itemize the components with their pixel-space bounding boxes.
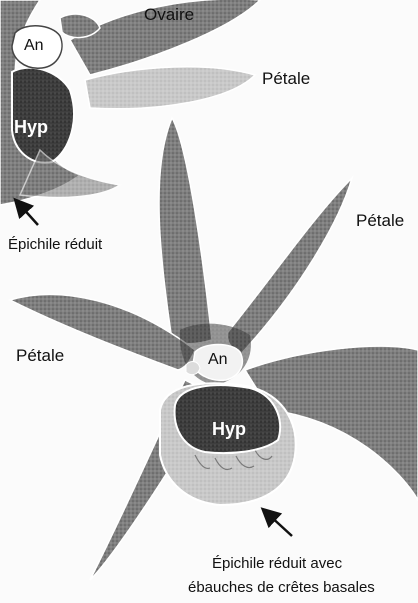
top-hypochile — [12, 68, 74, 163]
top-ovary — [60, 14, 100, 37]
top-flower — [0, 0, 260, 205]
label-an-top: An — [24, 38, 44, 54]
label-hyp-bottom: Hyp — [212, 420, 246, 438]
label-ovaire: Ovaire — [144, 6, 194, 23]
right-upper-petal — [228, 178, 353, 355]
label-an-bottom: An — [208, 352, 228, 368]
arrow-top-epichile — [20, 205, 38, 225]
label-petale-left: Pétale — [16, 347, 64, 364]
anther-side — [186, 362, 200, 375]
label-epichile-bottom-line2: ébauches de crêtes basales — [188, 580, 375, 595]
label-hyp-top: Hyp — [14, 118, 48, 136]
dorsal-sepal — [159, 118, 212, 344]
label-epichile-bottom-line1: Épichile réduit avec — [212, 556, 342, 571]
label-petale-top: Pétale — [262, 70, 310, 87]
label-epichile-top: Épichile réduit — [8, 237, 102, 252]
label-petale-right: Pétale — [356, 212, 404, 229]
arrow-bottom-epichile — [268, 514, 292, 536]
top-petal-right — [85, 67, 255, 109]
